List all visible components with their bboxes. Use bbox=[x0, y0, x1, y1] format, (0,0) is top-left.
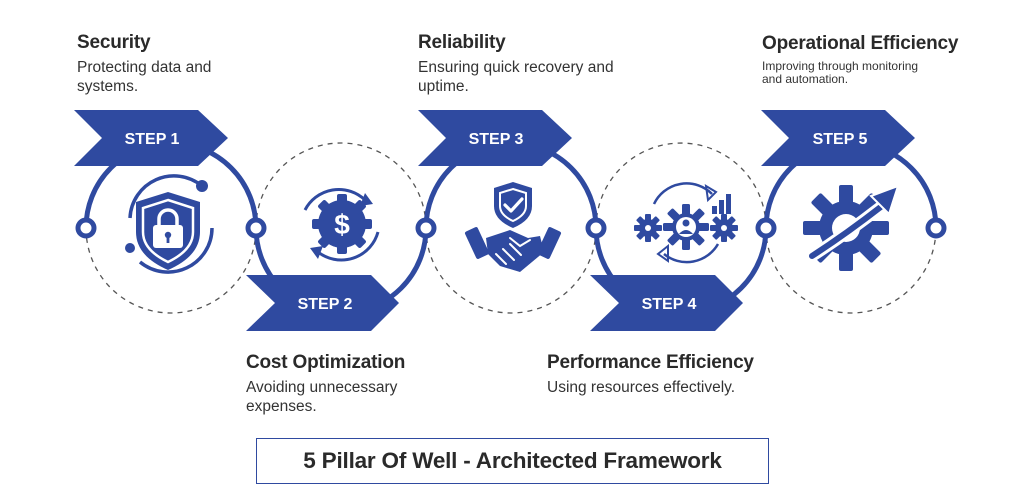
dollar-gear-icon: $ bbox=[303, 187, 380, 262]
step-label-4: STEP 4 bbox=[642, 296, 697, 313]
step-3-description: Ensuring quick recovery and uptime. bbox=[418, 59, 614, 95]
step-3-title: Reliability bbox=[418, 32, 506, 53]
step-5-text: Operational Efficiency Improving through… bbox=[762, 33, 1002, 86]
step-1-description: Protecting data and systems. bbox=[77, 59, 212, 95]
step-2-text: Cost Optimization Avoiding unnecessary e… bbox=[246, 352, 441, 416]
dashed-arc-5 bbox=[765, 227, 937, 314]
dashed-arc-4 bbox=[595, 142, 767, 229]
shield-lock-icon bbox=[125, 174, 214, 274]
node-4 bbox=[585, 217, 607, 239]
step-5-description: Improving through monitoring and automat… bbox=[762, 59, 919, 86]
footer-title: 5 Pillar Of Well - Architected Framework bbox=[303, 448, 722, 473]
step-label-5: STEP 5 bbox=[813, 131, 868, 148]
step-banner-5 bbox=[761, 110, 915, 166]
svg-text:$: $ bbox=[334, 209, 350, 240]
node-2 bbox=[245, 217, 267, 239]
dashed-arc-3 bbox=[425, 227, 597, 314]
handshake-shield-icon bbox=[464, 182, 562, 272]
step-4-text: Performance Efficiency Using resources e… bbox=[547, 352, 797, 397]
gears-user-icon bbox=[634, 182, 738, 264]
step-label-1: STEP 1 bbox=[125, 131, 180, 148]
dashed-arc-2 bbox=[255, 142, 427, 229]
footer-title-box: 5 Pillar Of Well - Architected Framework bbox=[256, 438, 769, 484]
step-2-title: Cost Optimization bbox=[246, 352, 406, 373]
step-banner-1 bbox=[74, 110, 228, 166]
gear-arrow-icon bbox=[803, 184, 900, 271]
node-1 bbox=[75, 217, 97, 239]
step-1-text: Security Protecting data and systems. bbox=[77, 32, 257, 96]
node-3 bbox=[415, 217, 437, 239]
step-3-text: Reliability Ensuring quick recovery and … bbox=[418, 32, 618, 96]
step-4-title: Performance Efficiency bbox=[547, 352, 754, 373]
node-6 bbox=[925, 217, 947, 239]
step-banner-4 bbox=[590, 275, 743, 331]
step-2-description: Avoiding unnecessary expenses. bbox=[246, 379, 398, 415]
step-1-title: Security bbox=[77, 32, 151, 53]
dashed-arc-1 bbox=[85, 227, 257, 314]
step-label-3: STEP 3 bbox=[469, 131, 524, 148]
step-banner-3 bbox=[418, 110, 572, 166]
node-5 bbox=[755, 217, 777, 239]
step-5-title: Operational Efficiency bbox=[762, 33, 959, 54]
step-banner-2 bbox=[246, 275, 399, 331]
step-label-2: STEP 2 bbox=[298, 296, 353, 313]
step-4-description: Using resources effectively. bbox=[547, 379, 736, 396]
